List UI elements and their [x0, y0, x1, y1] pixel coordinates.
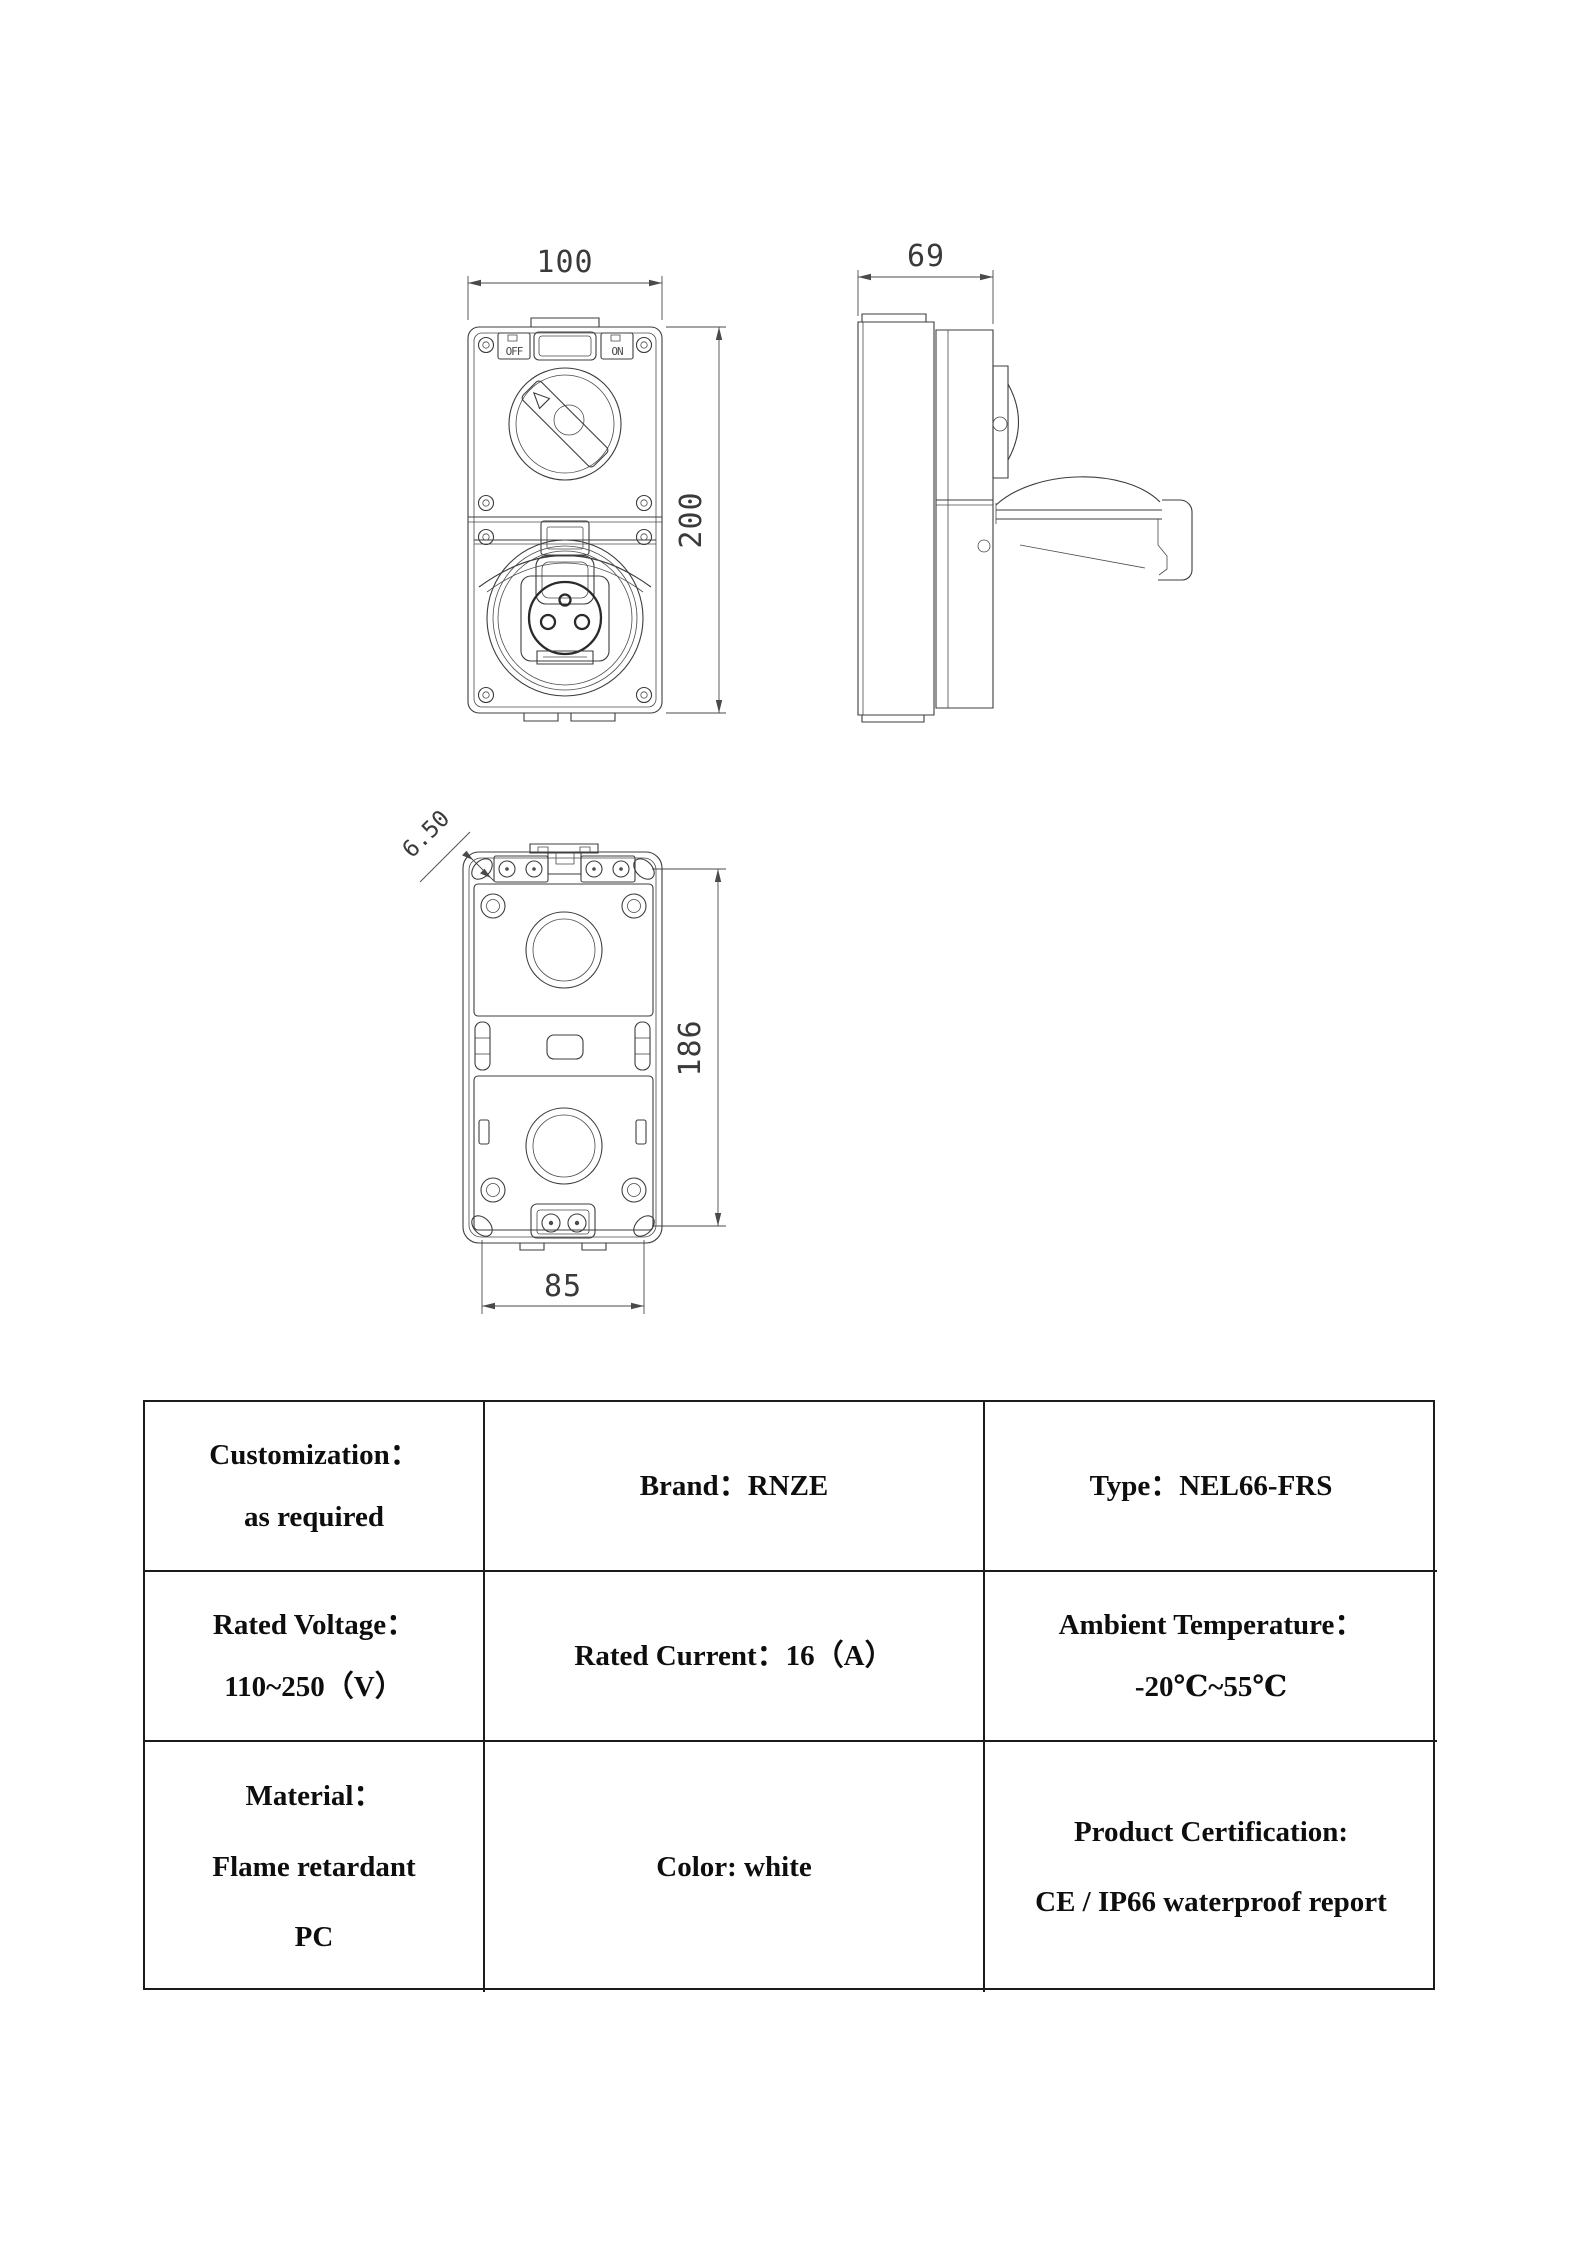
rear-height-label: 186 [673, 1019, 708, 1076]
side-front-housing [936, 330, 993, 708]
lid-latch [537, 651, 593, 664]
cell-line: Customization： [209, 1438, 419, 1471]
cell-line: Brand：RNZE [639, 1469, 829, 1502]
side-back-plate [858, 322, 934, 715]
cell-line: Ambient Temperature： [1058, 1608, 1364, 1641]
cell-brand: Brand：RNZE [485, 1402, 985, 1572]
spec-table: Customization： as required Brand：RNZE Ty… [143, 1400, 1437, 1992]
cell-certification: Product Certification: CE / IP66 waterpr… [985, 1742, 1437, 1992]
rear-hinge-tab [530, 844, 598, 853]
rear-width-label: 85 [544, 1269, 582, 1304]
rear-top-terminals [494, 852, 635, 882]
side-view-drawing: 69 [858, 239, 1192, 722]
rear-upper-unit [474, 884, 653, 1016]
front-height-dimension: 200 [666, 327, 726, 713]
cell-rated-voltage: Rated Voltage： 110~250（V） [145, 1572, 485, 1742]
switch-knob-grip [554, 405, 584, 435]
cell-line: Rated Voltage： [212, 1608, 416, 1641]
rear-height-dimension: 186 [652, 869, 726, 1226]
rear-hole-label: 6.50 [398, 806, 456, 864]
side-open-lid [978, 477, 1192, 580]
cell-rated-current: Rated Current：16（A） [485, 1572, 985, 1742]
rear-hole-dimension: 6.50 [398, 806, 494, 882]
cell-line: Product Certification: [1073, 1815, 1349, 1848]
rear-bottom-terminal [531, 1204, 595, 1238]
front-top-tab [531, 318, 599, 327]
cell-line: Flame retardant [212, 1850, 416, 1883]
cell-color: Color: white [485, 1742, 985, 1992]
neutral-pin-hole [575, 615, 589, 629]
rear-width-dimension: 85 [482, 1240, 644, 1314]
rear-mid-section [475, 1022, 650, 1070]
side-knob-profile [993, 366, 1019, 478]
cell-material: Material： Flame retardant PC [145, 1742, 485, 1992]
switch-on-label: ON [611, 345, 623, 358]
earth-pin-hole [560, 595, 571, 606]
cell-line: Color: white [656, 1850, 812, 1883]
rear-lower-unit [474, 1076, 653, 1230]
switch-position-strip: OFF ON [498, 332, 633, 360]
cell-line: Rated Current：16（A） [574, 1639, 894, 1672]
switch-window [534, 332, 596, 360]
front-height-label: 200 [674, 491, 709, 548]
cell-line: 110~250（V） [224, 1671, 404, 1703]
live-pin-hole [541, 615, 555, 629]
rotary-switch [509, 368, 621, 480]
cell-line: -20℃~55℃ [1134, 1671, 1288, 1703]
cell-ambient-temperature: Ambient Temperature： -20℃~55℃ [985, 1572, 1437, 1742]
side-width-label: 69 [907, 239, 945, 274]
mounting-slots [468, 855, 658, 1240]
technical-drawings: 100 200 [398, 239, 1587, 1360]
cell-line: Material： [245, 1780, 383, 1813]
front-width-dimension: 100 [468, 245, 662, 320]
switch-off-label: OFF [506, 345, 523, 358]
cell-line: as required [244, 1501, 384, 1533]
socket-front [474, 521, 656, 696]
rear-view-drawing: 6.50 186 85 [398, 806, 726, 1314]
side-width-dimension: 69 [858, 239, 993, 324]
cell-customization: Customization： as required [145, 1402, 485, 1572]
front-width-label: 100 [536, 245, 593, 280]
cell-type: Type：NEL66-FRS [985, 1402, 1437, 1572]
lid-hinge-block [541, 521, 589, 555]
front-view-drawing: 100 200 [468, 245, 726, 721]
cell-line: CE / IP66 waterproof report [1035, 1886, 1387, 1918]
cell-line: Type：NEL66-FRS [1089, 1469, 1333, 1502]
cell-line: PC [294, 1921, 334, 1954]
front-screws [479, 338, 652, 703]
socket-pin-face [529, 582, 601, 654]
